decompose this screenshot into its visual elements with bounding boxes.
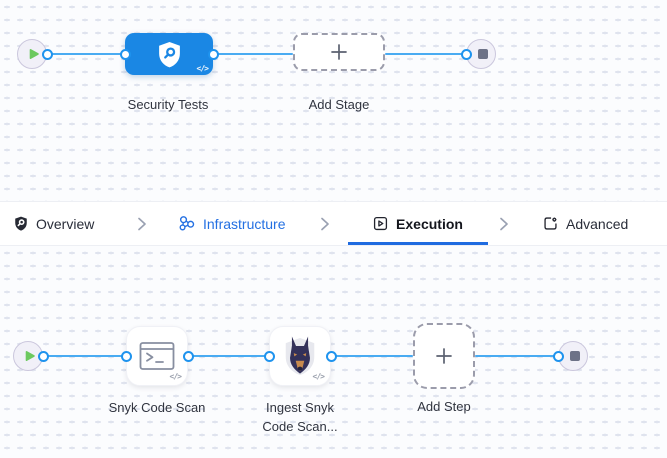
execution-step-canvas[interactable]: </> Snyk Code Scan </> Ingest Snyk Code … — [0, 246, 667, 458]
step-node-ingest-snyk-code-scan[interactable]: </> — [269, 326, 331, 386]
connector-line — [188, 354, 269, 358]
connector-port[interactable] — [552, 350, 564, 362]
connector-port[interactable] — [119, 48, 131, 60]
stage-canvas[interactable]: </> Security Tests Add Stage — [0, 0, 667, 201]
stage-config-tabbar: Overview Infrastructure Execution — [0, 201, 667, 246]
connector-port[interactable] — [182, 350, 194, 362]
step-label: Ingest Snyk Code Scan... — [262, 400, 338, 434]
tab-infrastructure[interactable]: Infrastructure — [178, 202, 285, 245]
play-icon — [29, 49, 39, 59]
stage-node-security-tests[interactable]: </> — [125, 33, 213, 75]
add-stage-label: Add Stage — [308, 97, 370, 112]
add-stage-button[interactable] — [293, 33, 385, 71]
connector-line — [475, 354, 558, 358]
tab-label: Advanced — [566, 215, 629, 232]
plus-icon — [436, 348, 452, 364]
connector-line — [213, 52, 293, 56]
connector-line — [385, 52, 466, 56]
plus-icon — [331, 44, 347, 60]
tab-execution[interactable]: Execution — [348, 202, 488, 245]
stage-label: Security Tests — [127, 97, 209, 112]
tab-label: Infrastructure — [203, 215, 286, 232]
infrastructure-icon — [179, 216, 195, 231]
connector-line — [331, 354, 413, 358]
pipeline-end-node[interactable] — [466, 39, 496, 69]
chevron-right-icon — [138, 217, 146, 231]
active-tab-underline — [348, 242, 488, 245]
stop-icon — [569, 351, 580, 361]
step-label: Snyk Code Scan — [108, 400, 206, 415]
execution-icon — [373, 216, 388, 231]
tab-overview[interactable]: Overview — [14, 202, 94, 245]
chevron-right-icon — [500, 217, 508, 231]
chevron-right-icon — [321, 217, 329, 231]
code-badge: </> — [196, 64, 209, 73]
tab-label: Overview — [36, 215, 95, 232]
connector-port[interactable] — [207, 48, 219, 60]
connector-port[interactable] — [41, 48, 53, 60]
code-badge: </> — [169, 372, 182, 381]
tab-label: Execution — [396, 215, 463, 232]
stop-icon — [477, 49, 488, 59]
connector-port[interactable] — [325, 350, 337, 362]
connector-port[interactable] — [37, 350, 49, 362]
connector-line — [47, 52, 125, 56]
connector-line — [43, 354, 126, 358]
tab-advanced[interactable]: Advanced — [543, 202, 628, 245]
terminal-icon — [139, 342, 175, 370]
connector-port[interactable] — [460, 48, 472, 60]
connector-port[interactable] — [120, 350, 132, 362]
step-node-snyk-code-scan[interactable]: </> — [126, 326, 188, 386]
advanced-icon — [544, 217, 557, 230]
shield-icon — [15, 216, 27, 231]
add-step-label: Add Step — [417, 399, 471, 414]
add-step-button[interactable] — [413, 323, 475, 389]
connector-port[interactable] — [263, 350, 275, 362]
security-shield-icon — [158, 41, 180, 67]
snyk-dog-icon — [285, 336, 315, 375]
play-icon — [25, 351, 35, 361]
code-badge: </> — [312, 372, 325, 381]
